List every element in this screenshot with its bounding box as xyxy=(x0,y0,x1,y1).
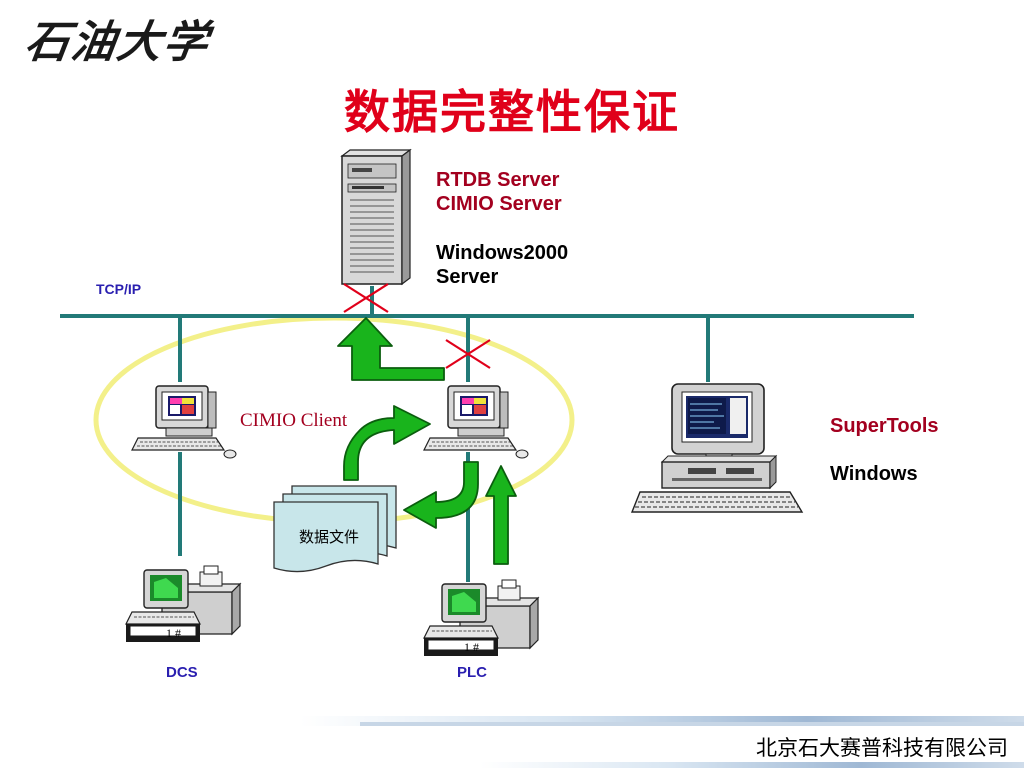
plc-label: PLC xyxy=(457,664,487,681)
page-title: 数据完整性保证 xyxy=(344,85,680,139)
svg-text:1 #: 1 # xyxy=(166,626,181,640)
dcs-label: DCS xyxy=(166,664,198,681)
workstation-label: SuperTools xyxy=(830,415,939,437)
document-stack-icon xyxy=(273,485,397,573)
workstation-os-label: Windows xyxy=(830,463,918,485)
server-os-label-2: Server xyxy=(436,266,499,288)
footer-band xyxy=(480,762,1024,768)
terminal-printer-icon xyxy=(423,579,539,657)
failure-x-icon xyxy=(445,339,491,369)
server-tower-icon xyxy=(340,148,412,286)
svg-text:1 #: 1 # xyxy=(464,640,479,654)
server-role-label-2: CIMIO Server xyxy=(436,193,562,215)
server-role-label-1: RTDB Server xyxy=(436,169,560,191)
failure-x-icon xyxy=(343,283,389,313)
terminal-printer-icon xyxy=(125,565,241,643)
client-label: CIMIO Client xyxy=(240,410,348,431)
workstation-computer-icon xyxy=(630,383,804,513)
desktop-computer-icon xyxy=(423,385,529,459)
company-name: 北京石大赛普科技有限公司 xyxy=(756,736,1008,760)
flow-arrow-icon xyxy=(337,317,517,565)
data-file-label: 数据文件 xyxy=(298,528,359,546)
network-label: TCP/IP xyxy=(96,281,142,297)
footer-band xyxy=(300,716,1024,726)
server-os-label-1: Windows2000 xyxy=(436,242,569,264)
desktop-computer-icon xyxy=(131,385,237,459)
